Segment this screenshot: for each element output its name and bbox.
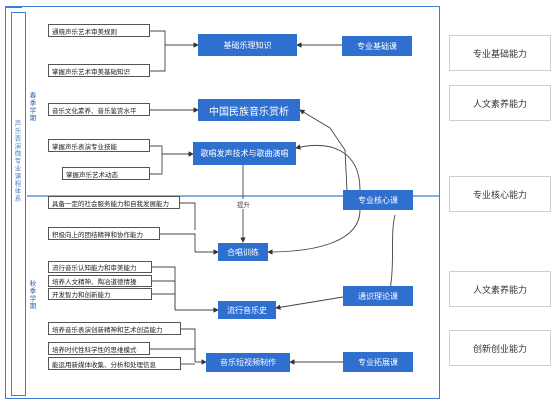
item-new-media: 能运用新媒体收集、分析和处理信息: [48, 357, 181, 370]
item-social-service: 具备一定的社会服务能力和自我发展能力: [48, 196, 180, 209]
course-pop-history: 流行音乐史: [218, 301, 276, 319]
course-basic-theory: 基础乐理知识: [198, 34, 297, 56]
item-performance-skills: 掌握声乐表演专业技能: [48, 139, 150, 152]
semester-strip: [11, 12, 26, 396]
category-core: 专业核心课: [343, 190, 413, 210]
item-music-culture: 音乐文化素养、音乐鉴赏水平: [48, 103, 150, 116]
autumn-semester-label: 秋季学期: [28, 280, 36, 310]
ability-humanities-1: 人文素养能力: [449, 85, 551, 121]
item-aesthetic-knowledge: 掌握声乐艺术审美基础知识: [48, 64, 150, 77]
course-chorus: 合唱训练: [218, 243, 268, 261]
improve-label: 提升: [236, 199, 251, 209]
category-extension: 专业拓展课: [343, 352, 413, 372]
item-art-trends: 掌握声乐艺术动态: [62, 167, 150, 180]
course-short-video: 音乐短视频制作: [206, 353, 290, 372]
category-general: 通识理论课: [343, 286, 413, 306]
item-humanistic-spirit: 培养人文精神、陶冶道德情操: [48, 275, 152, 287]
ability-humanities-2: 人文素养能力: [449, 271, 551, 307]
item-pop-cognition: 流行音乐认知能力和审美能力: [48, 261, 152, 273]
item-aesthetic-rules: 通晓声乐艺术审美规则: [48, 24, 150, 37]
item-creative-spirit: 培养音乐表演创新精神和艺术创造能力: [48, 322, 181, 335]
category-basic: 专业基础课: [342, 36, 412, 56]
system-title: 声乐表演微专业课程体系: [13, 120, 21, 203]
frame-top-accent: [5, 6, 22, 8]
course-singing-tech: 歌唱发声技术与歌曲演唱: [193, 142, 296, 165]
item-scientific-thinking: 培养时代性科学性的思维模式: [48, 342, 150, 355]
item-team-spirit: 积极向上的团结精神和协作能力: [48, 227, 160, 240]
ability-innovation: 创新创业能力: [449, 330, 551, 366]
ability-core: 专业核心能力: [449, 176, 551, 212]
course-chinese-folk: 中国民族音乐赏析: [198, 99, 300, 121]
diagram-frame: [5, 6, 440, 399]
spring-semester-label: 春季学期: [28, 92, 36, 122]
item-creativity: 开发智力和创新能力: [48, 288, 152, 300]
ability-basic: 专业基础能力: [449, 35, 551, 71]
